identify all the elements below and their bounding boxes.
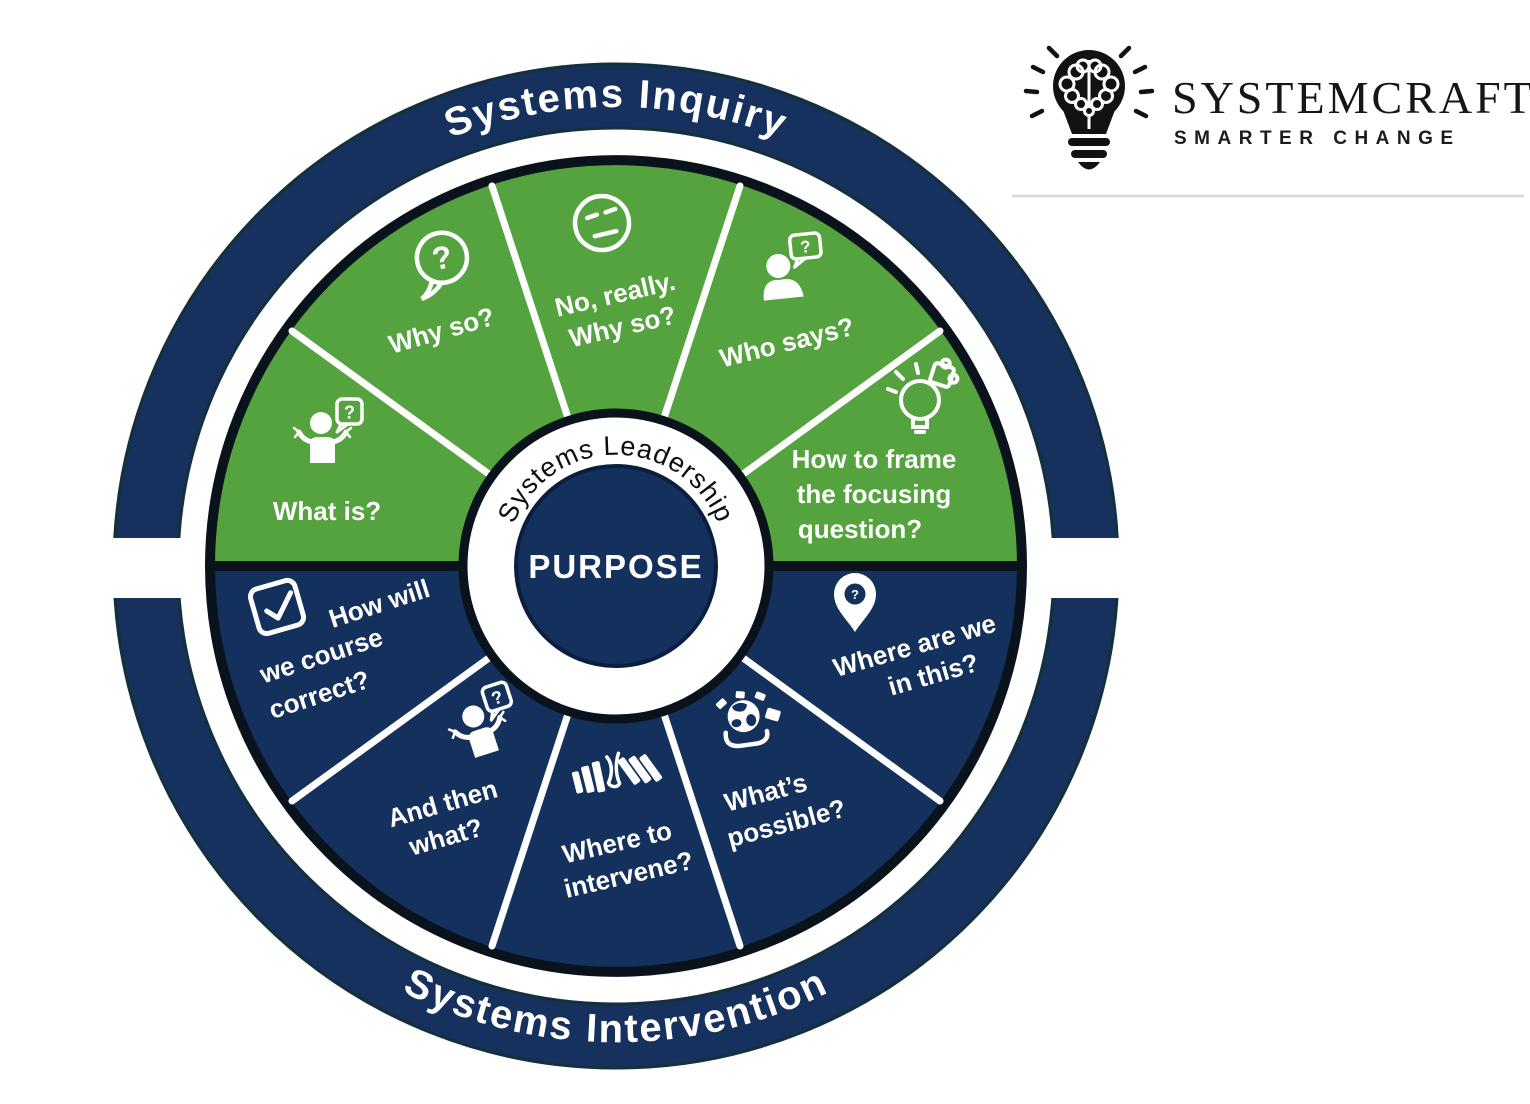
segment-dividers [288, 182, 944, 950]
lightbulb-puzzle-icon [886, 357, 960, 434]
inquiry-half [205, 155, 1027, 571]
purpose-circle [514, 464, 718, 668]
lightbulb-brain-icon [1023, 45, 1155, 170]
question-speech-bubble-icon: ? [414, 230, 470, 301]
center-hub: Systems Leadership PURPOSE [458, 408, 774, 724]
unamused-face-icon [572, 193, 632, 253]
svg-text:?: ? [851, 587, 859, 602]
person-question-bubble-icon: ? [763, 231, 823, 301]
brand-tagline: SMARTER CHANGE [1174, 128, 1461, 149]
checkbox-check-icon [247, 577, 307, 637]
map-pin-question-icon: ? [834, 573, 876, 632]
systemcraft-logo: SYSTEMCRAFT SMARTER CHANGE [1012, 45, 1530, 198]
inquiry-segment-labels: What is? Why so? No, really. Why so? Who… [273, 266, 957, 544]
globe-in-hand-icon [715, 691, 781, 749]
svg-text:the focusing: the focusing [797, 479, 952, 509]
svg-text:question?: question? [798, 514, 922, 544]
svg-text:?: ? [799, 237, 811, 257]
svg-text:How to frame: How to frame [792, 444, 957, 474]
segment-label-how-to-frame: How to frame the focusing question? [792, 444, 957, 544]
dominoes-hand-icon [571, 751, 663, 794]
segment-label-what-is: What is? [273, 496, 381, 526]
purpose-label: PURPOSE [528, 548, 703, 585]
brand-wordmark: SYSTEMCRAFT [1172, 72, 1530, 123]
